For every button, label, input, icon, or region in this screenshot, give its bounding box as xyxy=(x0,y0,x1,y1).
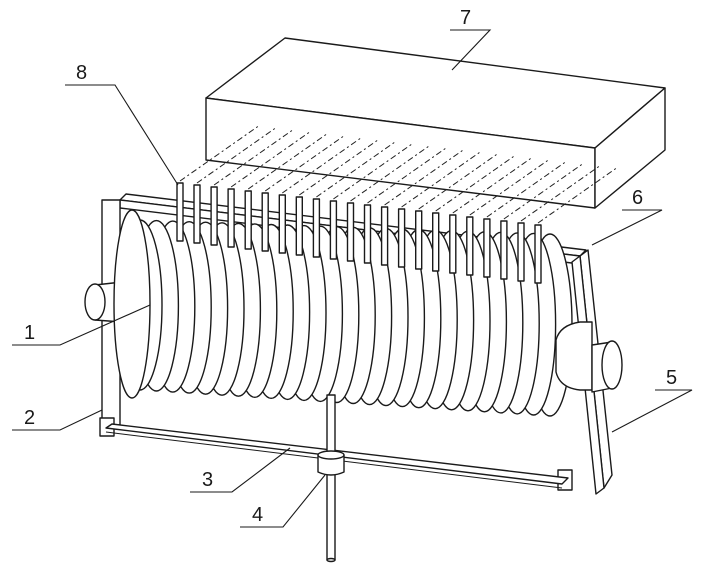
label-3: 3 xyxy=(202,469,213,491)
projection-line xyxy=(367,146,448,204)
pin xyxy=(193,184,201,244)
drum-rings xyxy=(113,209,573,417)
projection-line xyxy=(503,162,585,220)
pin xyxy=(415,210,423,270)
leader-lines xyxy=(12,29,693,528)
projection-line xyxy=(282,136,363,194)
projection-line xyxy=(213,128,295,186)
pin xyxy=(278,194,286,254)
projection-line xyxy=(230,130,312,188)
label-6: 6 xyxy=(632,187,643,209)
projection-line xyxy=(333,142,414,200)
pin xyxy=(397,208,406,268)
pin xyxy=(466,216,474,276)
label-1: 1 xyxy=(24,322,35,344)
pin xyxy=(380,206,389,266)
pin xyxy=(329,200,338,260)
pin xyxy=(312,198,321,258)
pin xyxy=(500,220,508,280)
pin xyxy=(432,212,440,272)
projection-line xyxy=(418,152,499,210)
pin-row xyxy=(176,182,542,284)
pin xyxy=(363,204,372,264)
label-7: 7 xyxy=(460,7,471,29)
pin xyxy=(210,186,218,246)
projection-line xyxy=(179,124,261,182)
label-5: 5 xyxy=(666,367,677,389)
support-post xyxy=(317,394,345,563)
pin xyxy=(517,222,525,282)
projection-line xyxy=(316,140,397,198)
pin xyxy=(227,188,235,248)
pin xyxy=(176,182,184,242)
drum-end-disc xyxy=(113,209,151,399)
label-2: 2 xyxy=(24,407,35,429)
projection-line xyxy=(537,166,619,224)
projection-lines xyxy=(179,124,619,224)
right-bearing xyxy=(555,321,623,393)
projection-line xyxy=(264,134,346,192)
pin xyxy=(534,224,542,284)
projection-line xyxy=(196,126,278,184)
projection-line xyxy=(401,150,482,208)
pin xyxy=(449,214,457,274)
projection-line xyxy=(384,148,465,206)
projection-line xyxy=(520,164,602,222)
projection-line xyxy=(469,158,551,216)
label-8: 8 xyxy=(76,62,87,84)
projection-line xyxy=(350,144,431,202)
projection-line xyxy=(486,160,568,218)
projection-line xyxy=(435,154,516,212)
pin xyxy=(244,190,252,250)
pin xyxy=(346,202,355,262)
projection-line xyxy=(452,156,534,214)
projection-line xyxy=(299,138,380,196)
pin xyxy=(483,218,491,278)
projection-line xyxy=(247,132,329,190)
label-4: 4 xyxy=(252,504,263,526)
pin xyxy=(261,192,269,252)
pin xyxy=(295,196,303,256)
top-box xyxy=(205,37,666,209)
